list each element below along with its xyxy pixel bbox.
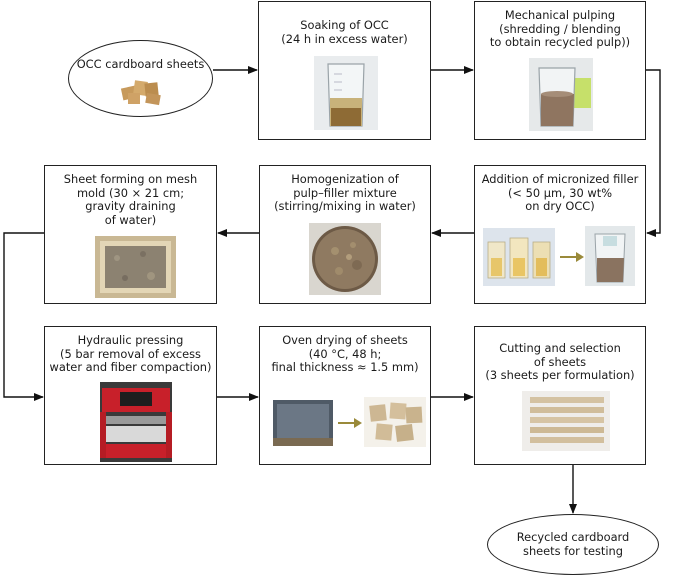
arrow-pulping-to-filler [646, 70, 660, 233]
arrow-forming-to-pressing [4, 233, 44, 397]
